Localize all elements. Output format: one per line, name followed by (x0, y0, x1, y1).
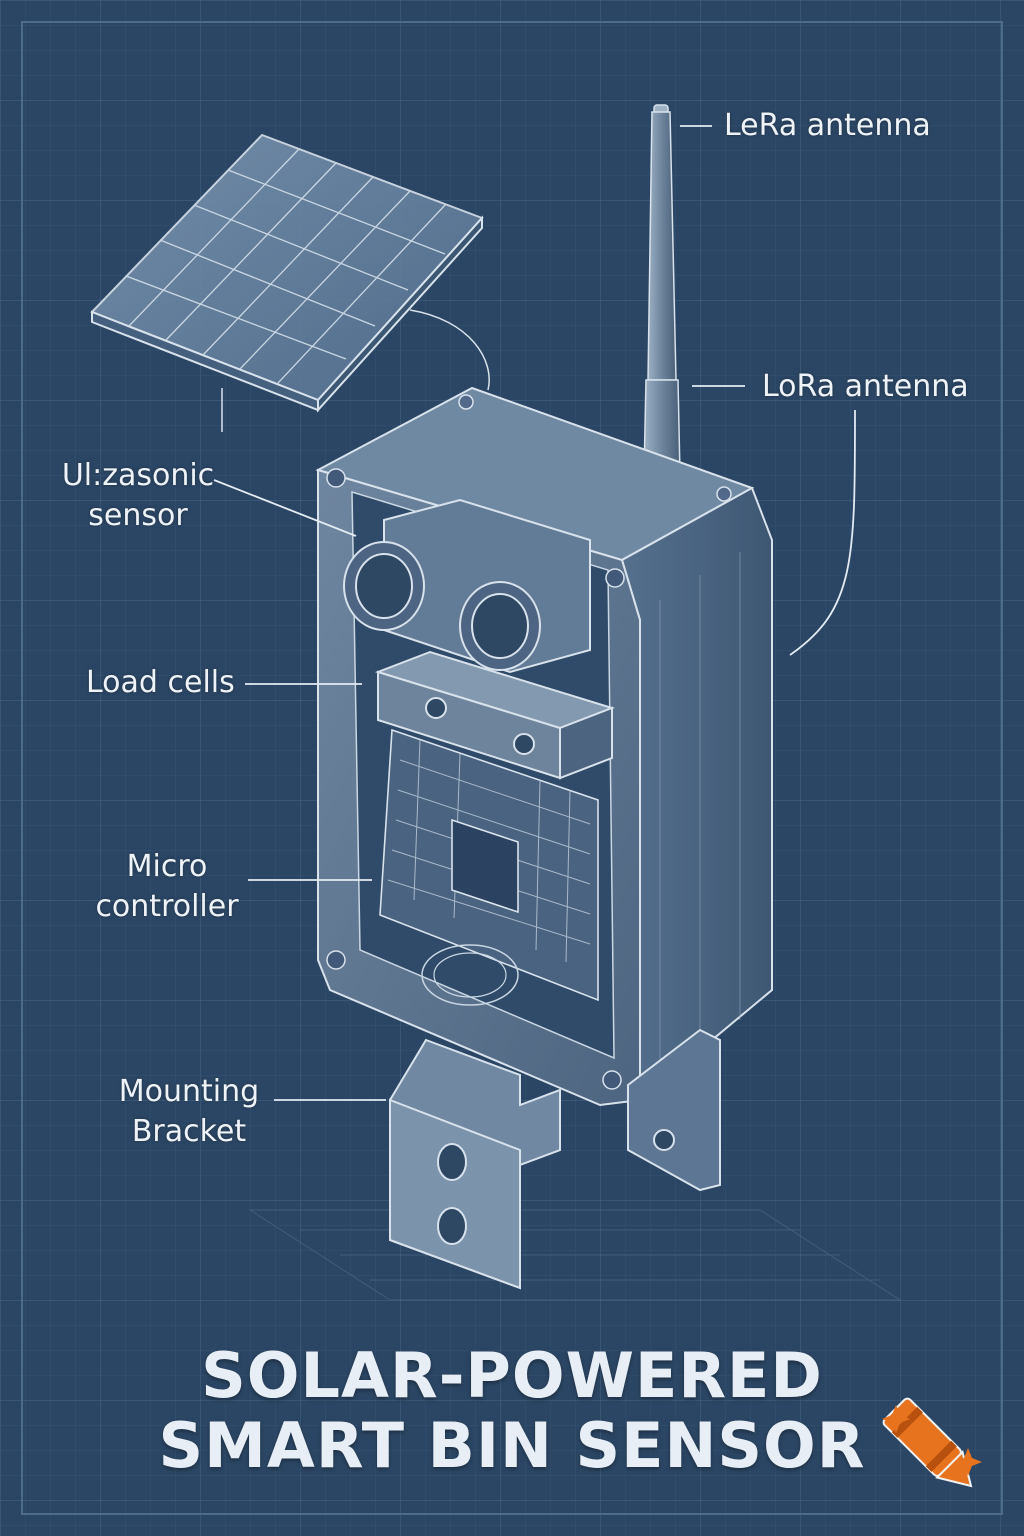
label-load-cells: Load cells (86, 665, 235, 700)
label-microcontroller: Micro controller (72, 847, 262, 927)
label-bracket-line1: Mounting (118, 1074, 260, 1109)
label-micro-line2: controller (95, 889, 239, 924)
label-micro-line1: Micro (126, 849, 208, 884)
label-lora-antenna-top: LeRa antenna (724, 108, 931, 143)
title-line1: SOLAR-POWERED (201, 1339, 823, 1412)
sparkle-icon (882, 1405, 910, 1433)
screw-icon (326, 950, 346, 970)
chip (451, 818, 519, 914)
label-ultrasonic-sensor: Ul:zasonic sensor (48, 456, 228, 536)
ultrasonic-sensor (343, 498, 591, 674)
title-line2: SMART BIN SENSOR (158, 1409, 866, 1482)
label-lora-antenna-side: LoRa antenna (762, 369, 969, 404)
sparkle-icon (954, 1448, 982, 1476)
screw-icon (458, 394, 474, 410)
label-bracket-line2: Bracket (131, 1114, 247, 1149)
screw-icon (716, 486, 732, 502)
label-ultrasonic-line1: Ul:zasonic (61, 458, 215, 493)
microcontroller-board (379, 728, 599, 1006)
label-ultrasonic-line2: sensor (88, 498, 188, 533)
solar-cable (409, 309, 490, 391)
frame-border (21, 21, 1003, 1515)
screw-icon (326, 468, 346, 488)
screw-icon (602, 1070, 622, 1090)
screw-icon (605, 568, 625, 588)
floor-perspective (248, 1209, 902, 1301)
load-cell (374, 650, 616, 780)
leader-lines (213, 125, 856, 1101)
label-mounting-bracket: Mounting Bracket (94, 1072, 284, 1152)
solar-panel (90, 133, 484, 413)
mounting-bracket (389, 1028, 721, 1290)
